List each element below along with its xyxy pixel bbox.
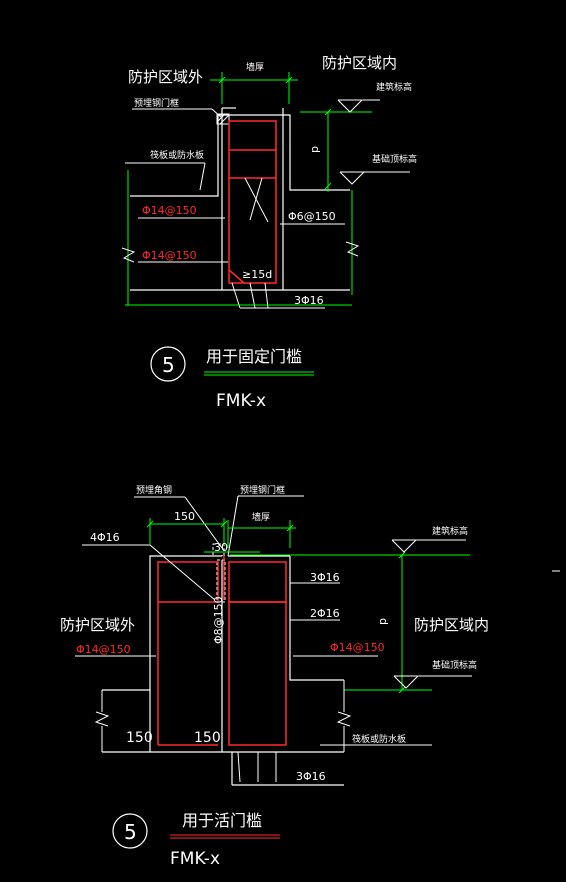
elevation-symbols-bottom	[391, 539, 472, 689]
elevation-symbols-top	[337, 99, 410, 185]
leader-lines-top	[125, 108, 345, 309]
rebar-cage-bottom	[157, 556, 287, 746]
embedded-frame-label-bottom: 预埋钢门框	[240, 484, 285, 496]
outside-zone-label-bottom: 防护区域外	[60, 616, 135, 634]
dim-150-left: 150	[126, 730, 153, 746]
leader-lines-bottom	[75, 495, 432, 783]
bottom-bars-label-bottom: 3Φ16	[296, 770, 326, 783]
embedded-angle-label: 预埋角钢	[136, 484, 172, 496]
rebar-right-label: Φ14@150	[330, 641, 385, 654]
foundation-elevation-label-bottom: 基础顶标高	[432, 659, 477, 671]
raft-label-bottom: 筏板或防水板	[352, 733, 406, 745]
rebar-spec-3: Φ14@150	[142, 249, 197, 262]
embedded-frame-hatch	[216, 113, 230, 125]
callout-number-bottom: 5	[124, 820, 137, 844]
building-elevation-label: 建筑标高	[376, 81, 412, 93]
detail-title-bottom: 用于活门槛	[182, 811, 262, 830]
break-lines-top	[121, 241, 360, 263]
dim-d-label-bottom: d	[377, 618, 390, 625]
break-lines-bottom	[94, 680, 352, 752]
raft-label: 筏板或防水板	[150, 149, 204, 161]
dim-150-mid: 150	[194, 730, 221, 746]
rebar-cage-top	[228, 120, 277, 284]
wall-thickness-label: 墙厚	[246, 61, 264, 73]
detail-code-bottom: FMK-x	[170, 849, 220, 869]
wall-thickness-label-bottom: 墙厚	[252, 511, 270, 523]
detail-fixed-threshold: 防护区域外 防护区域内 墙厚 预埋钢门框 建筑标高 基础顶标高 筏板或防水板 d…	[121, 54, 417, 411]
dim-30-label: 30	[214, 541, 228, 554]
dimension-lines-top	[125, 72, 372, 306]
inside-zone-label-bottom: 防护区域内	[414, 616, 489, 634]
outside-zone-label: 防护区域外	[128, 68, 203, 86]
dim-150-top: 150	[174, 510, 195, 523]
bars-4-label: 4Φ16	[90, 531, 120, 544]
stirrup-label: Φ8@150	[212, 596, 225, 644]
inside-zone-label: 防护区域内	[322, 54, 397, 72]
detail-movable-threshold: 预埋角钢 预埋钢门框 150 墙厚 30 4Φ16 建筑标高 3Φ16 2Φ16…	[60, 484, 489, 869]
callout-number-top: 5	[162, 353, 175, 377]
embedded-frame-label: 预埋钢门框	[134, 97, 179, 109]
bottom-bars-label: 3Φ16	[294, 294, 324, 307]
concrete-outline-top	[130, 107, 350, 291]
detail-title-top: 用于固定门槛	[206, 347, 302, 366]
rebar-spec-2: Φ6@150	[288, 210, 336, 223]
bars-2-label: 2Φ16	[310, 607, 340, 620]
concrete-outline-bottom	[102, 555, 344, 786]
dim-d-label: d	[309, 146, 322, 153]
rebar-left-label: Φ14@150	[76, 643, 131, 656]
rebar-spec-1: Φ14@150	[142, 204, 197, 217]
bars-3-top-label: 3Φ16	[310, 571, 340, 584]
detail-code-top: FMK-x	[216, 391, 266, 411]
building-elevation-label-bottom: 建筑标高	[432, 525, 468, 537]
dimension-lines-bottom	[146, 518, 470, 694]
callout-circle-top	[150, 346, 186, 382]
foundation-elevation-label: 基础顶标高	[372, 153, 417, 165]
anchor-length-label: ≥15d	[242, 268, 272, 281]
callout-circle-bottom	[112, 813, 148, 849]
